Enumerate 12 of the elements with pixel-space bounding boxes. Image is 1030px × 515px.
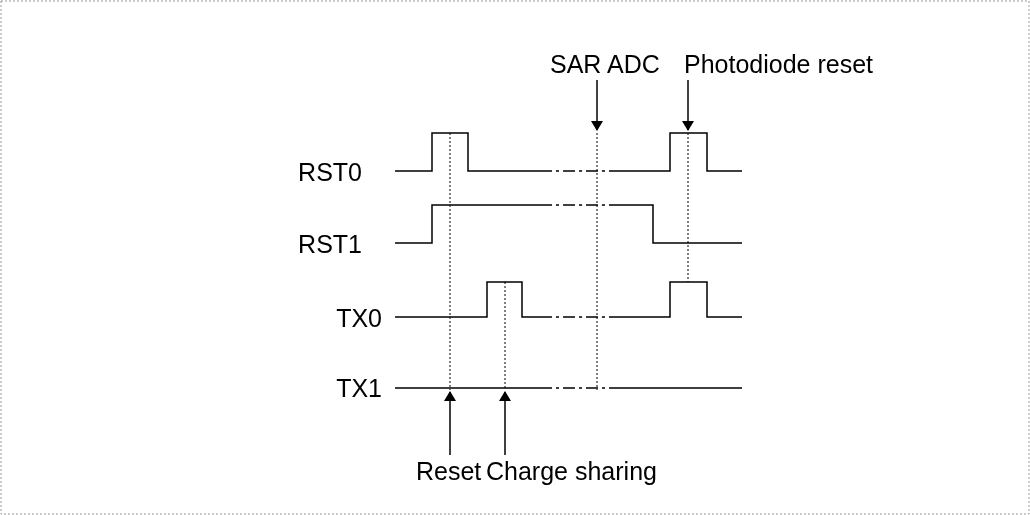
annotation-text: Reset	[416, 455, 482, 487]
leader-arrow	[444, 391, 456, 456]
annotation-text: SAR ADC	[550, 48, 660, 80]
leader-arrow	[591, 79, 603, 131]
signal-name: RST0	[297, 157, 362, 188]
leader-arrow	[682, 79, 694, 131]
signal-name: TX0	[335, 303, 382, 334]
leader-arrow	[499, 391, 511, 456]
annotation-text: Photodiode reset	[684, 48, 874, 80]
signal-name: TX1	[335, 373, 382, 404]
signal-name: RST1	[297, 229, 362, 260]
annotation-text: Charge sharing	[486, 455, 657, 487]
